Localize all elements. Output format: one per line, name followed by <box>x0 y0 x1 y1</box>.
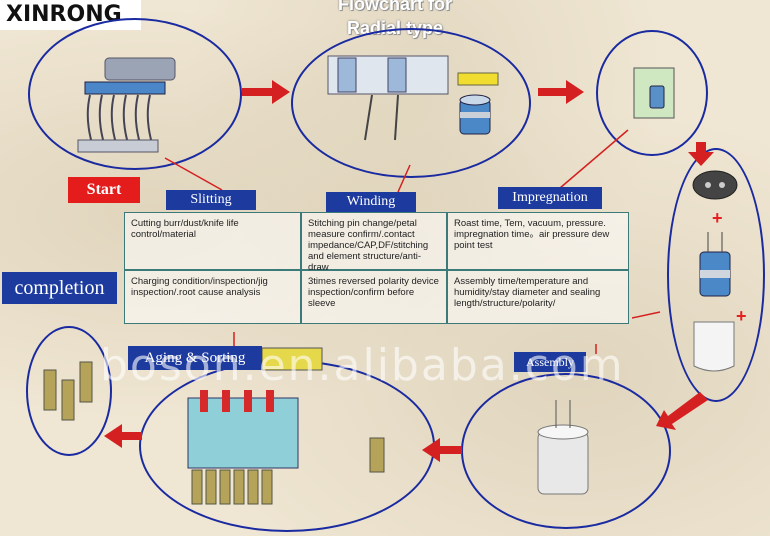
slitting-machine-illustration <box>77 57 176 153</box>
impregnation-label: Impregnation <box>498 187 602 209</box>
pointer-lines <box>164 129 661 354</box>
title-line-1: Flowchart for <box>337 0 452 14</box>
flow-arrows <box>104 80 714 462</box>
completion-label: completion <box>2 272 117 304</box>
assembly-label: Assembly <box>514 352 586 372</box>
table-cell: Roast time, Tem, vacuum, pressure. impre… <box>454 218 610 251</box>
table-col-divider-1 <box>300 213 302 323</box>
control-points-table: Cutting burr/dust/knife life control/mat… <box>124 212 629 324</box>
watermark: boson.en.alibaba.com <box>100 340 625 391</box>
aging-sorting-label: Aging & Sorting <box>128 346 262 370</box>
winding-ellipse <box>291 28 531 178</box>
assembly-illustration <box>537 400 589 495</box>
table-col-divider-2 <box>446 213 448 323</box>
completion-ellipse <box>26 326 112 456</box>
table-row-divider <box>125 269 628 271</box>
slitting-label: Slitting <box>166 190 256 210</box>
start-label: Start <box>68 177 140 203</box>
table-cell: 3times reversed polarity device inspecti… <box>308 276 439 309</box>
svg-text:+: + <box>736 306 747 326</box>
winding-illustration <box>327 55 499 141</box>
aging-machine-illustration <box>187 347 385 505</box>
table-cell: Charging condition/inspection/jig inspec… <box>131 276 268 298</box>
impregnation-ellipse <box>596 30 708 156</box>
table-cell: Stitching pin change/petal measure confi… <box>308 218 429 273</box>
impregnation-illustration <box>633 67 675 119</box>
winding-label: Winding <box>326 192 416 212</box>
table-cell: Assembly time/temperature and humidity/s… <box>454 276 601 309</box>
parts-ellipse <box>667 148 765 402</box>
table-cell: Cutting burr/dust/knife life control/mat… <box>131 218 239 240</box>
slitting-ellipse <box>28 18 242 170</box>
svg-text:+: + <box>712 208 723 228</box>
parts-illustration: + + <box>692 170 747 372</box>
completion-illustration <box>43 361 93 421</box>
